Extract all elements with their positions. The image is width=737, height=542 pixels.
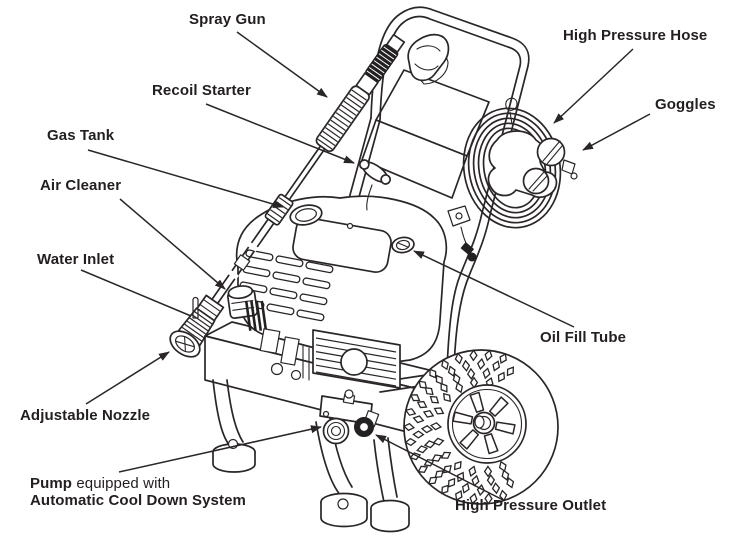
label-high-pressure-outlet: High Pressure Outlet bbox=[455, 497, 607, 514]
engine-top-panel bbox=[292, 217, 392, 273]
hose-hanger bbox=[505, 97, 518, 125]
label-recoil-starter: Recoil Starter bbox=[152, 82, 251, 99]
label-adjustable-nozzle: Adjustable Nozzle bbox=[20, 407, 151, 424]
wheel bbox=[402, 349, 559, 505]
intake-bars bbox=[244, 300, 268, 331]
cart-frame bbox=[346, 6, 530, 419]
leader-high-pressure-hose bbox=[553, 48, 634, 124]
leader-air-cleaner bbox=[119, 198, 226, 290]
leader-high-pressure-outlet bbox=[375, 434, 504, 501]
goggles-strap bbox=[561, 159, 576, 175]
leader-lines bbox=[80, 31, 651, 501]
leader-goggles bbox=[582, 113, 651, 151]
tire-treads bbox=[402, 349, 515, 505]
leader-adjustable-nozzle bbox=[85, 351, 170, 405]
leader-spray-gun bbox=[236, 31, 328, 98]
hose-end-fitting bbox=[460, 226, 477, 262]
axle-cap bbox=[474, 415, 485, 429]
label-pump-rest: equipped with bbox=[72, 475, 171, 492]
pump-assembly bbox=[319, 389, 380, 445]
vent-port bbox=[340, 348, 368, 376]
oil-fill-cap bbox=[391, 236, 415, 254]
leader-pump bbox=[118, 425, 322, 473]
handle-tray-panel bbox=[361, 46, 490, 199]
carburetor-details bbox=[259, 328, 310, 381]
label-pump-bold: Pump bbox=[30, 475, 73, 492]
label-oil-fill-tube: Oil Fill Tube bbox=[540, 329, 627, 346]
label-spray-gun: Spray Gun bbox=[189, 11, 266, 28]
label-pump-line2: Automatic Cool Down System bbox=[30, 492, 246, 509]
spray-gun-grip bbox=[407, 33, 450, 82]
spray-gun-lance bbox=[169, 33, 406, 358]
label-goggles: Goggles bbox=[655, 96, 716, 113]
label-water-inlet: Water Inlet bbox=[37, 251, 115, 268]
leader-oil-fill-tube bbox=[413, 250, 575, 328]
leader-gas-tank bbox=[87, 149, 284, 209]
wheel-spokes bbox=[452, 391, 516, 455]
goggles-drawing bbox=[487, 130, 578, 198]
leader-water-inlet bbox=[80, 269, 192, 317]
gas-cap bbox=[289, 204, 323, 226]
label-high-pressure-hose: High Pressure Hose bbox=[563, 27, 708, 44]
recoil-starter-handle bbox=[359, 159, 391, 211]
engine-louvers bbox=[236, 249, 334, 322]
leader-recoil-starter bbox=[205, 103, 355, 164]
label-air-cleaner: Air Cleaner bbox=[40, 177, 122, 194]
label-gas-tank: Gas Tank bbox=[47, 127, 115, 144]
engine bbox=[226, 195, 448, 389]
